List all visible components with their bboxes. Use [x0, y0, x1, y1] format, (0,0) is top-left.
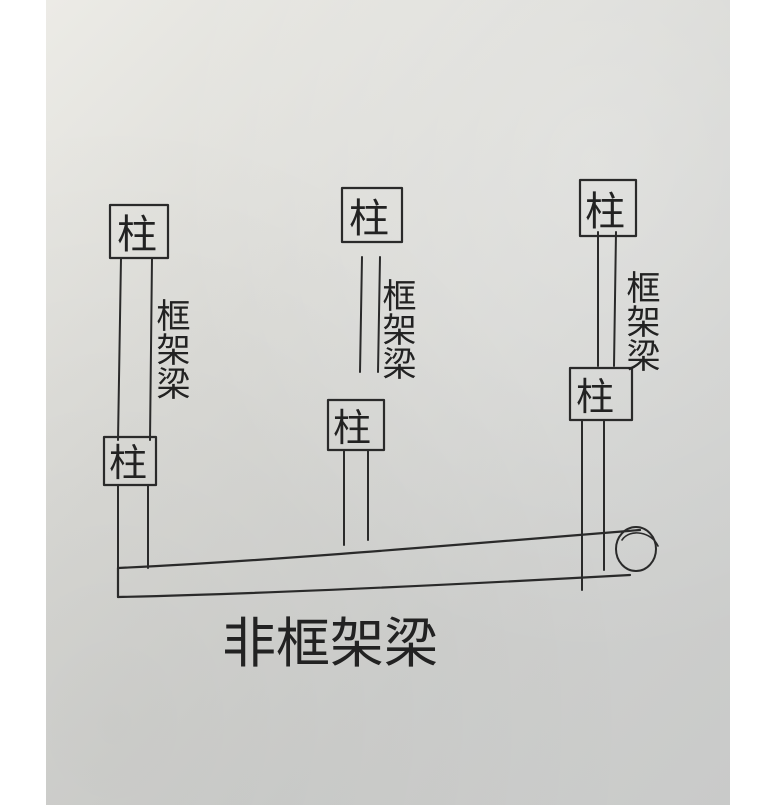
- lighting-shade: [46, 0, 730, 805]
- column-label: 柱: [585, 189, 625, 235]
- non-frame-beam-label: 非框架梁: [222, 612, 438, 675]
- post-right-lower: [581, 419, 605, 591]
- frame-beam-right: [597, 231, 617, 367]
- column-left-top: 柱: [108, 203, 170, 260]
- frame-beam-label-right: 框架梁: [620, 270, 660, 372]
- non-frame-beam: [116, 526, 659, 599]
- post-left-lower: [117, 484, 149, 571]
- column-right-top: 柱: [578, 178, 638, 238]
- column-label: 柱: [109, 441, 147, 485]
- column-right-bottom: 柱: [568, 366, 634, 422]
- post-middle-lower: [343, 449, 369, 546]
- column-left-bottom: 柱: [102, 435, 158, 487]
- frame-beam-label-left: 框架梁: [150, 298, 190, 400]
- frame-beam-left: [117, 257, 153, 441]
- frame-beam-middle: [359, 256, 381, 373]
- paper-sheet: [46, 0, 730, 805]
- column-label: 柱: [349, 196, 389, 242]
- column-label: 柱: [117, 212, 157, 258]
- column-label: 柱: [333, 406, 371, 450]
- column-middle-top: 柱: [340, 186, 404, 244]
- frame-beam-label-middle: 框架梁: [376, 278, 416, 380]
- column-middle-bottom: 柱: [326, 398, 386, 452]
- column-label: 柱: [576, 375, 614, 419]
